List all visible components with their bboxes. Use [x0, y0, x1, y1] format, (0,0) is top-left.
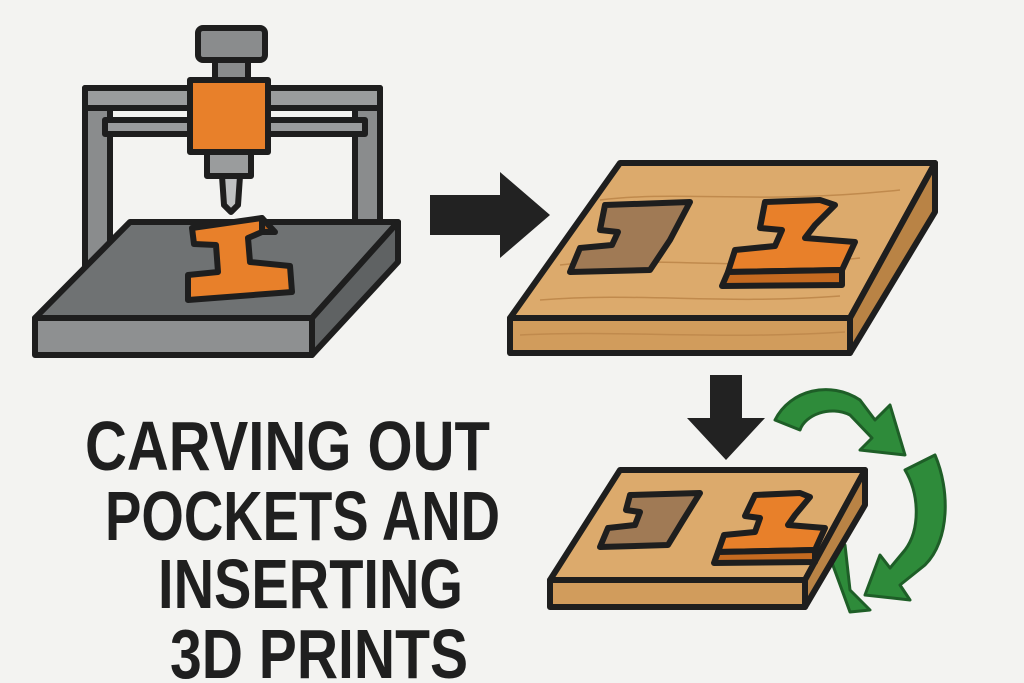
title-line-4: 3D PRINTS: [170, 615, 468, 683]
title-line-1: CARVING OUT: [85, 407, 490, 485]
arrow-right-icon: [430, 172, 550, 258]
inserted-part-icon: [719, 197, 858, 289]
arrow-down-icon: [687, 375, 765, 460]
printed-part-icon: [185, 215, 295, 303]
inserted-part-icon: [711, 490, 828, 566]
pocket-icon: [567, 199, 693, 275]
wood-board-icon-finished: [547, 467, 868, 610]
title-text: CARVING OUT POCKETS AND INSERTING 3D PRI…: [85, 407, 500, 683]
title-line-2: POCKETS AND: [105, 477, 500, 555]
wood-board-icon: [507, 160, 938, 356]
cnc-machine-icon: [32, 25, 401, 358]
pocket-icon: [597, 490, 703, 550]
title-line-3: INSERTING: [158, 545, 463, 623]
